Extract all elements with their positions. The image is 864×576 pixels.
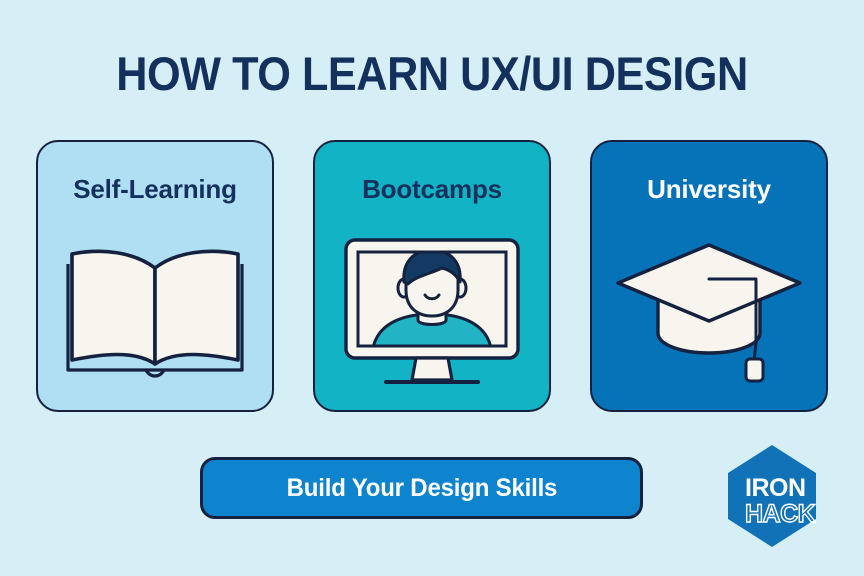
logo-text-iron: IRON — [745, 474, 806, 502]
card-bootcamps-label: Bootcamps — [362, 174, 502, 204]
logo-text-hack: HACK — [745, 500, 816, 528]
cards-row: Self-Learning Bootcamps — [36, 140, 828, 412]
card-self-learning[interactable]: Self-Learning — [36, 140, 274, 412]
graduation-cap-icon — [609, 228, 809, 396]
desktop-monitor-person-icon — [332, 228, 532, 396]
card-self-learning-label: Self-Learning — [73, 174, 237, 204]
open-book-icon — [55, 228, 255, 396]
build-your-design-skills-button[interactable]: Build Your Design Skills — [200, 457, 643, 519]
page-title: HOW TO LEARN UX/UI DESIGN — [116, 47, 748, 100]
cta-button-label: Build Your Design Skills — [286, 473, 557, 502]
ironhack-logo[interactable]: IRON HACK — [720, 443, 824, 549]
card-university[interactable]: University — [590, 140, 828, 412]
card-university-label: University — [647, 174, 771, 204]
logo-hexagon-shape — [728, 445, 816, 547]
card-bootcamps[interactable]: Bootcamps — [313, 140, 551, 412]
